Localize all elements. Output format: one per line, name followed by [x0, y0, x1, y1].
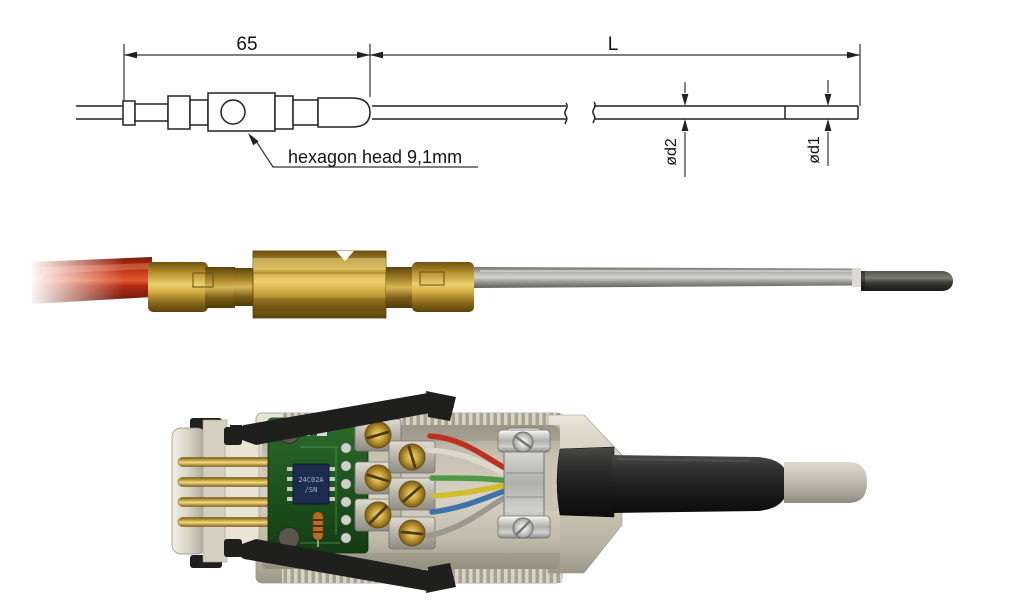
tip-diameter-label: ød1 [806, 136, 823, 164]
wire-bundle [425, 433, 511, 539]
wire-yellow [431, 482, 511, 499]
output-cable [784, 462, 867, 503]
nut-right-outline [274, 95, 294, 130]
lead-wire-outline [76, 105, 123, 120]
dimension-arrowheads [124, 51, 860, 146]
latch-arm-top [224, 391, 456, 445]
pcb: 24C02A /SN [267, 417, 369, 554]
probe-outline [76, 92, 859, 132]
probe-photo [28, 250, 953, 319]
wire-green [429, 475, 511, 484]
nut-left-outline [167, 95, 191, 130]
dimension-65-label: 65 [236, 34, 257, 55]
shaft-outline [372, 105, 566, 120]
connector-photo: 24C02A /SN [171, 391, 867, 593]
hexagon-head-note: hexagon head 9,1mm [288, 147, 462, 167]
resistor [312, 511, 324, 547]
chip-marking-line1: 24C02A [298, 476, 324, 484]
probe-shaft [474, 267, 953, 291]
pin-insulator-plate [224, 429, 260, 553]
weld-band [852, 268, 861, 287]
chip-marking-line2: /SN [305, 486, 318, 494]
probe-lead-cable [28, 250, 152, 310]
dimension-L-label: L [608, 34, 619, 55]
solder-pads [340, 442, 352, 544]
shaft-diameter-label: ød2 [663, 138, 680, 166]
brass-compression-fitting [148, 250, 474, 319]
wire-white [425, 447, 511, 479]
wire-red [427, 433, 511, 473]
screw-terminals [354, 418, 436, 550]
wire-blue [429, 487, 511, 515]
strain-relief-boot [556, 446, 788, 518]
dimension-lines [123, 44, 861, 177]
wire-grey [425, 493, 511, 539]
terminal-screws [364, 421, 426, 547]
sensor-tip [861, 271, 953, 291]
latch-arm-bottom [224, 539, 456, 593]
eeprom-chip: 24C02A /SN [287, 463, 335, 505]
dimension-drawing: 65 L hexagon head 9,1mm ød2 ød1 [76, 34, 861, 177]
